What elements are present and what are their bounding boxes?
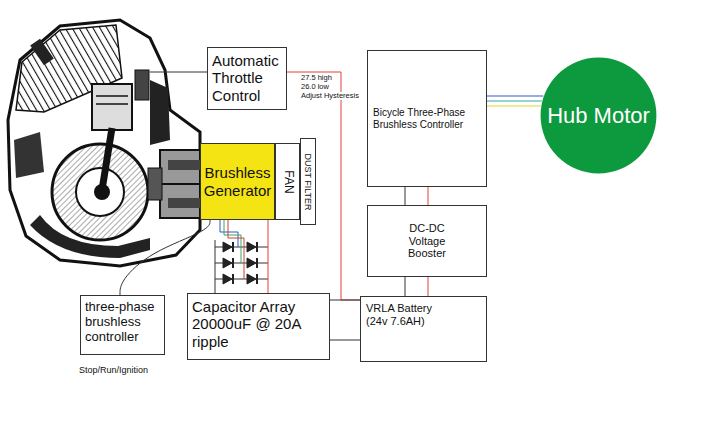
motor-circle: Hub Motor: [540, 57, 657, 174]
box-label: DC-DC Voltage Booster: [402, 222, 452, 260]
threshold-label: 26.0 low: [300, 83, 330, 91]
capacitor-box: Capacitor Array 20000uF @ 20A ripple: [187, 293, 330, 360]
motor-disc: [541, 58, 657, 174]
wire: [405, 277, 406, 296]
switch-label: Stop/Run/Ignition: [78, 366, 149, 376]
diode-bridge: [215, 220, 268, 293]
box-label: three-phase brushless controller: [85, 300, 160, 345]
control-box: Automatic Throttle Control: [207, 47, 287, 110]
box-label: Brushless Generator: [204, 164, 272, 199]
filter-box: DUST FILTER: [300, 138, 316, 225]
box-label: VRLA Battery (24v 7.6AH): [366, 302, 446, 327]
motor-label: Hub Motor: [547, 103, 650, 128]
ground-wire: [330, 340, 360, 341]
fan-box: FAN: [275, 143, 300, 220]
wire: [405, 187, 406, 205]
controller-box: three-phase brushless controller: [80, 295, 165, 355]
battery-box: VRLA Battery (24v 7.6AH): [360, 296, 487, 362]
wire-connector: [428, 277, 429, 296]
engine-drawing: [8, 20, 200, 266]
wire: [487, 101, 542, 102]
box-label: DUST FILTER: [303, 153, 313, 210]
generator-box: Brushless Generator: [200, 143, 275, 220]
box-label: Bicycle Three-Phase Brushless Controller: [373, 107, 481, 130]
box-label: Automatic Throttle Control: [212, 52, 282, 104]
wire: [487, 106, 541, 107]
wire-connector: [330, 300, 360, 301]
wire-connector: [120, 220, 210, 295]
threshold-label: 27.5 high: [300, 74, 333, 82]
wire-connector: [428, 187, 429, 205]
controller-box: Bicycle Three-Phase Brushless Controller: [367, 50, 487, 187]
box-label: FAN: [281, 170, 295, 193]
note-label: Adjust Hysteresis: [300, 92, 360, 100]
throttle-linkage: [150, 72, 207, 73]
converter-box: DC-DC Voltage Booster: [367, 205, 487, 277]
wire-connector: [487, 96, 543, 97]
wire-connector: [268, 220, 269, 293]
box-label: Capacitor Array 20000uF @ 20A ripple: [192, 298, 304, 350]
